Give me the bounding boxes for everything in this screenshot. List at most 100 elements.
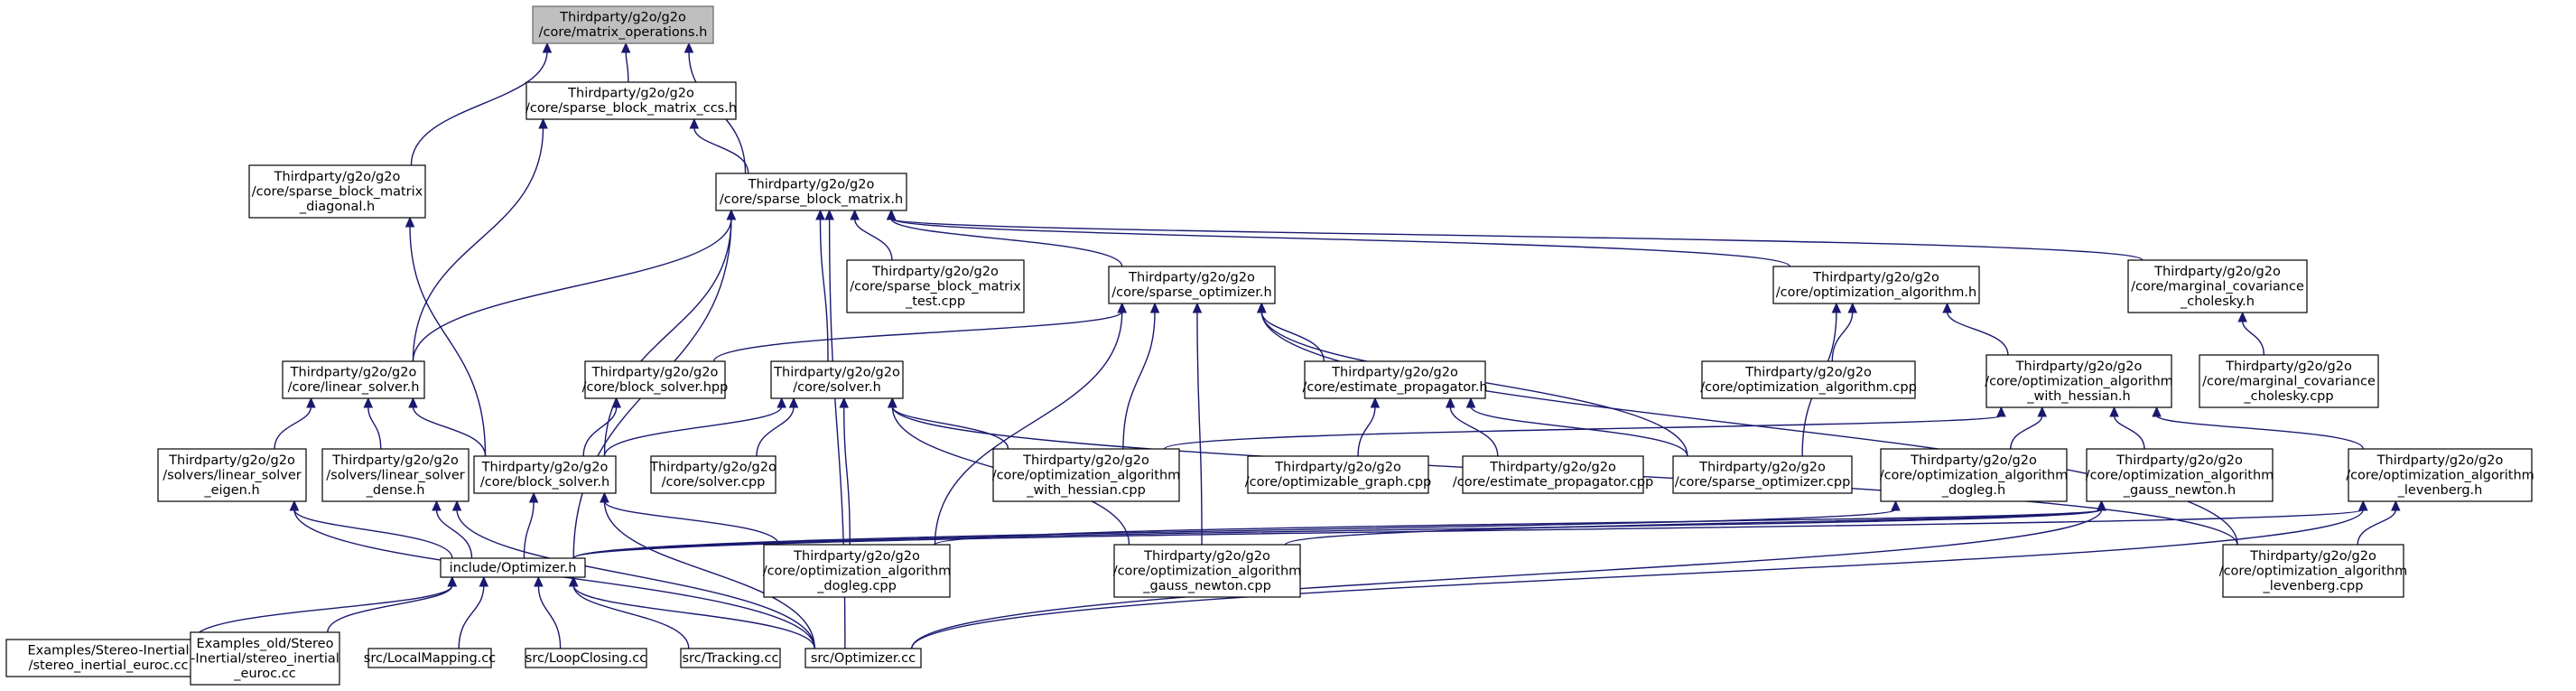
node-old-stereo-inertial-euroc-cc-label-line: _euroc.cc [233,667,295,681]
node-sparse-block-matrix-diagonal-h[interactable]: Thirdparty/g2o/g2o/core/sparse_block_mat… [248,164,426,219]
node-optimization-algorithm-cpp[interactable]: Thirdparty/g2o/g2o/core/optimization_alg… [1700,360,1917,399]
edge-n26-to-n17 [523,500,535,559]
node-stereo-inertial-euroc-cc[interactable]: Examples/Stereo-Inertial/stereo_inertial… [5,639,211,677]
node-sparse-block-matrix-ccs-h-label-line: /core/sparse_block_matrix_ccs.h [525,101,737,116]
node-old-stereo-inertial-euroc-cc-label-line: -Inertial/stereo_inertial [191,651,339,666]
node-sparse-block-matrix-test-cpp[interactable]: Thirdparty/g2o/g2o/core/sparse_block_mat… [846,259,1025,313]
edge-n17-to-n9 [582,406,618,457]
node-optimization-algorithm-levenberg-h[interactable]: Thirdparty/g2o/g2o/core/optimization_alg… [2346,448,2534,502]
arrowhead-n24-to-n13 [2109,406,2119,417]
node-optimization-algorithm-dogleg-h-label-line: /core/optimization_algorithm [1880,468,2069,482]
node-sparse-optimizer-h[interactable]: Thirdparty/g2o/g2o/core/sparse_optimizer… [1108,266,1276,304]
node-loop-closing-cc[interactable]: src/LoopClosing.cc [525,648,647,668]
node-sparse-block-matrix-test-cpp-label-line: /core/sparse_block_matrix [850,279,1021,294]
arrowhead-n20-to-n11 [1370,397,1381,408]
arrowhead-n17-to-n9 [611,397,622,408]
node-tracking-cc[interactable]: src/Tracking.cc [680,648,781,668]
node-sparse-block-matrix-ccs-h[interactable]: Thirdparty/g2o/g2o/core/sparse_block_mat… [525,81,737,120]
node-optimization-algorithm-dogleg-cpp[interactable]: Thirdparty/g2o/g2o/core/optimization_alg… [763,544,952,598]
arrowhead-n12-to-n6 [1847,302,1858,313]
edge-n18-to-n10 [756,406,795,457]
node-marginal-covariance-cholesky-cpp[interactable]: Thirdparty/g2o/g2o/core/marginal_covaria… [2199,354,2379,408]
node-optimization-algorithm-h[interactable]: Thirdparty/g2o/g2o/core/optimization_alg… [1772,266,1980,304]
node-marginal-covariance-cholesky-cpp-box [2199,354,2379,408]
node-optimization-algorithm-with-hessian-h-box [1985,354,2172,408]
node-optimization-algorithm-levenberg-cpp[interactable]: Thirdparty/g2o/g2o/core/optimization_alg… [2219,544,2408,598]
node-optimization-algorithm-dogleg-h-box [1880,448,2068,502]
edge-n4-to-n3 [853,218,893,261]
edge-n35-to-n25 [911,509,2364,649]
node-optimizer-cc[interactable]: src/Optimizer.cc [804,648,922,668]
node-sparse-block-matrix-h-label-line: Thirdparty/g2o/g2o [748,178,875,192]
node-estimate-propagator-h[interactable]: Thirdparty/g2o/g2o/core/estimate_propaga… [1302,360,1488,399]
node-estimate-propagator-cpp[interactable]: Thirdparty/g2o/g2o/core/estimate_propaga… [1453,455,1653,494]
node-sparse-block-matrix-h[interactable]: Thirdparty/g2o/g2o/core/sparse_block_mat… [715,173,907,211]
node-optimizable-graph-cpp[interactable]: Thirdparty/g2o/g2o/core/optimizable_grap… [1245,455,1431,494]
node-linear-solver-h[interactable]: Thirdparty/g2o/g2o/core/linear_solver.h [282,360,425,399]
arrowhead-n17-to-n8 [408,397,418,408]
node-old-stereo-inertial-euroc-cc[interactable]: Examples_old/Stereo-Inertial/stereo_iner… [190,631,340,686]
node-optimization-algorithm-with-hessian-cpp-box [992,448,1180,502]
edge-n19-to-n5 [1122,311,1156,450]
edge-n5-to-n3 [890,218,1123,267]
edge-n33-to-n26 [537,584,562,649]
edge-n32-to-n26 [458,584,485,649]
node-tracking-cc-label-line: src/Tracking.cc [683,651,779,666]
edge-n9-to-n5 [712,311,1123,362]
edge-n24-to-n13 [2113,415,2145,450]
node-solver-h-label-line: Thirdparty/g2o/g2o [773,366,900,380]
node-solver-h[interactable]: Thirdparty/g2o/g2o/core/solver.h [770,360,904,399]
edge-n34-to-n26 [572,584,690,649]
node-sparse-block-matrix-test-cpp-label-line: _test.cpp [905,294,965,309]
arrowhead-n27-to-n5 [1117,302,1127,313]
node-estimate-propagator-h-box [1304,360,1486,399]
node-optimization-algorithm-dogleg-cpp-label-line: /core/optimization_algorithm [763,564,952,578]
arrowhead-n22-to-n6 [1831,302,1842,313]
node-optimization-algorithm-dogleg-h[interactable]: Thirdparty/g2o/g2o/core/optimization_alg… [1880,448,2069,502]
edge-n29-to-n5 [1260,311,2238,546]
node-optimization-algorithm-with-hessian-h[interactable]: Thirdparty/g2o/g2o/core/optimization_alg… [1985,354,2173,408]
edge-n26-to-n25 [572,509,2364,559]
node-optimization-algorithm-gauss-newton-cpp[interactable]: Thirdparty/g2o/g2o/core/optimization_alg… [1113,544,1302,598]
node-optimization-algorithm-gauss-newton-h[interactable]: Thirdparty/g2o/g2o/core/optimization_alg… [2086,448,2274,502]
node-matrix-operations-h[interactable]: Thirdparty/g2o/g2o/core/matrix_operation… [532,5,714,44]
edge-n26-to-n16 [435,509,473,559]
node-linear-solver-eigen-h-label-line: /solvers/linear_solver [163,468,301,482]
edge-n31-to-n26 [327,584,453,633]
node-linear-solver-dense-h[interactable]: Thirdparty/g2o/g2o/solvers/linear_solver… [321,448,470,502]
node-optimization-algorithm-dogleg-h-label-line: _dogleg.h [1941,483,2005,498]
edge-n17-to-n8 [412,406,487,457]
node-block-solver-h-box [473,455,617,494]
node-optimizer-h[interactable]: include/Optimizer.h [440,557,586,578]
edge-n14-to-n7 [2241,320,2265,356]
edge-n11-to-n5 [1260,311,1325,362]
node-optimization-algorithm-levenberg-cpp-label-line: /core/optimization_algorithm [2219,564,2408,578]
node-optimization-algorithm-gauss-newton-h-label-line: /core/optimization_algorithm [2086,468,2274,482]
node-optimization-algorithm-levenberg-h-box [2348,448,2533,502]
node-marginal-covariance-cholesky-h-label-line: Thirdparty/g2o/g2o [2153,265,2281,279]
node-sparse-block-matrix-h-label-line: /core/sparse_block_matrix.h [720,192,903,207]
node-sparse-optimizer-cpp[interactable]: Thirdparty/g2o/g2o/core/sparse_optimizer… [1672,455,1853,494]
edge-n6-to-n3 [890,218,1790,267]
node-optimization-algorithm-with-hessian-cpp-label-line: /core/optimization_algorithm [992,468,1181,482]
node-marginal-covariance-cholesky-h[interactable]: Thirdparty/g2o/g2o/core/marginal_covaria… [2127,259,2308,313]
node-optimization-algorithm-with-hessian-cpp[interactable]: Thirdparty/g2o/g2o/core/optimization_alg… [992,448,1181,502]
node-optimization-algorithm-levenberg-cpp-label-line: Thirdparty/g2o/g2o [2249,549,2376,564]
node-block-solver-hpp[interactable]: Thirdparty/g2o/g2o/core/block_solver.hpp [582,360,729,399]
node-sparse-block-matrix-ccs-h-label-line: Thirdparty/g2o/g2o [567,87,694,101]
node-local-mapping-cc[interactable]: src/LocalMapping.cc [364,648,496,668]
node-optimization-algorithm-with-hessian-h-label-line: _with_hessian.h [2026,389,2130,404]
node-block-solver-h[interactable]: Thirdparty/g2o/g2o/core/block_solver.h [473,455,617,494]
arrowhead-n19-to-n13 [1996,406,2006,417]
arrowhead-n35-to-n24 [2097,500,2106,511]
arrowhead-n31-to-n26 [447,575,458,587]
node-linear-solver-eigen-h[interactable]: Thirdparty/g2o/g2o/solvers/linear_solver… [157,448,307,502]
arrowhead-n4-to-n3 [850,209,860,220]
node-matrix-operations-h-label-line: /core/matrix_operations.h [539,25,708,40]
edge-n35-to-n26 [572,584,815,649]
node-matrix-operations-h-label-line: Thirdparty/g2o/g2o [559,11,686,25]
node-solver-cpp[interactable]: Thirdparty/g2o/g2o/core/solver.cpp [649,455,777,494]
node-optimization-algorithm-levenberg-h-label-line: _levenberg.h [2397,483,2483,498]
node-optimization-algorithm-cpp-box [1701,360,1916,399]
node-optimization-algorithm-h-label-line: Thirdparty/g2o/g2o [1812,271,1939,285]
